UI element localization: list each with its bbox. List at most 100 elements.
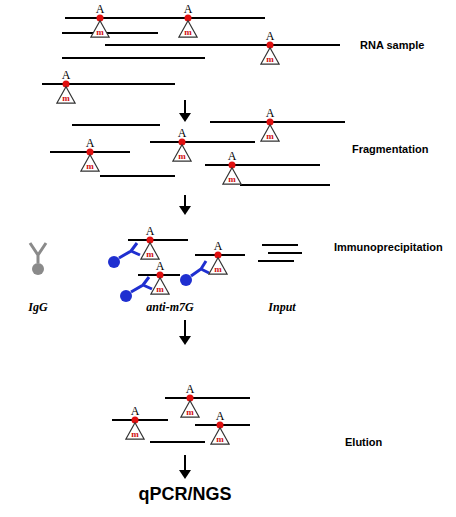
sample-label: IgG (28, 301, 47, 313)
sample-label: Input (268, 301, 295, 313)
input-fragment (258, 260, 294, 262)
readout-label: qPCR/NGS (138, 485, 231, 503)
anti-m7g-antibody (119, 243, 140, 258)
igg-bead (32, 263, 44, 275)
modification-dots (63, 15, 274, 429)
methyl-mark: m (90, 27, 110, 38)
triangle-shape (211, 428, 229, 444)
step-label: Fragmentation (352, 144, 428, 155)
methyl-triangle: m (90, 20, 110, 38)
methyl-mark: m (260, 54, 280, 65)
input-fragment (262, 244, 298, 246)
methyl-mark: m (222, 174, 242, 185)
methyl-triangle: m (56, 86, 76, 104)
methyl-mark: m (260, 131, 280, 142)
residue-letter: A (62, 69, 71, 81)
triangle-shape (209, 258, 227, 274)
rna-fragment (165, 397, 250, 399)
arrow-head (179, 336, 191, 345)
antibody-bead (180, 274, 192, 286)
triangle-shape (81, 155, 99, 171)
igg-antibody (30, 243, 46, 263)
methyl-mark: m (208, 264, 228, 275)
step-label: RNA sample (360, 40, 424, 51)
methyl-triangle: m (178, 20, 198, 38)
step-arrow (184, 320, 186, 337)
rna-strand (65, 17, 265, 19)
residue-letter: A (228, 150, 237, 162)
rna-strand (62, 57, 205, 59)
step-label: Elution (345, 437, 382, 448)
methyl-triangle: m (208, 257, 228, 275)
triangle-shape (223, 168, 241, 184)
triangle-shape (173, 145, 191, 161)
triangle-shape (91, 21, 109, 37)
methyl-mark: m (210, 434, 230, 445)
methyl-triangle: m (260, 124, 280, 142)
methyl-triangle: m (150, 277, 170, 295)
methyl-mark: m (140, 249, 160, 260)
triangle-shape (179, 21, 197, 37)
methyl-triangle: m (210, 427, 230, 445)
step-arrow (184, 195, 186, 207)
methyl-mark: m (80, 161, 100, 172)
methyl-mark: m (150, 284, 170, 295)
methyl-triangle: m (172, 144, 192, 162)
anti-m7g-antibody (191, 261, 209, 276)
triangle-shape (261, 48, 279, 64)
rna-fragment (72, 124, 160, 126)
residue-letter: A (186, 383, 195, 395)
residue-letter: A (96, 3, 105, 15)
methyl-triangle: m (222, 167, 242, 185)
methyl-mark: m (180, 407, 200, 418)
rna-fragment (240, 184, 330, 186)
arrow-head (179, 113, 191, 122)
methyl-triangle: m (140, 242, 160, 260)
residue-letter: A (214, 240, 223, 252)
methyl-triangle: m (125, 422, 145, 440)
residue-letter: A (178, 127, 187, 139)
triangle-shape (151, 278, 169, 294)
triangle-shape (57, 87, 75, 103)
triangle-shape (181, 401, 199, 417)
sample-label: anti-m7G (146, 301, 193, 313)
residue-letter: A (266, 30, 275, 42)
methyl-triangle: m (80, 154, 100, 172)
rna-fragment (100, 175, 175, 177)
triangle-shape (126, 423, 144, 439)
residue-letter: A (184, 3, 193, 15)
rna-strand (105, 44, 340, 46)
rna-fragment (150, 141, 255, 143)
rna-fragment (205, 164, 320, 166)
methyl-mark: m (125, 429, 145, 440)
rna-strand (42, 83, 175, 85)
rna-fragment (128, 239, 188, 241)
residue-letter: A (86, 137, 95, 149)
step-arrow (184, 100, 186, 114)
rna-fragment (112, 419, 168, 421)
residue-letter: A (216, 410, 225, 422)
input-fragment (268, 252, 302, 254)
arrow-head (179, 206, 191, 215)
rna-fragment (210, 121, 345, 123)
anti-m7g-antibody (131, 277, 152, 292)
methyl-mark: m (178, 27, 198, 38)
residue-letter: A (146, 225, 155, 237)
methyl-mark: m (56, 93, 76, 104)
arrow-head (179, 470, 191, 479)
rna-fragment (150, 441, 205, 443)
triangle-shape (141, 243, 159, 259)
residue-letter: A (266, 107, 275, 119)
triangle-shape (261, 125, 279, 141)
methyl-mark: m (172, 151, 192, 162)
step-arrow (184, 455, 186, 471)
antibody-bead (120, 290, 132, 302)
methyl-triangle: m (260, 47, 280, 65)
residue-letter: A (131, 405, 140, 417)
step-label: Immunoprecipitation (334, 242, 443, 253)
rna-strand (62, 32, 158, 34)
antibody-bead (108, 256, 120, 268)
residue-letter: A (156, 260, 165, 272)
methyl-triangle: m (180, 400, 200, 418)
